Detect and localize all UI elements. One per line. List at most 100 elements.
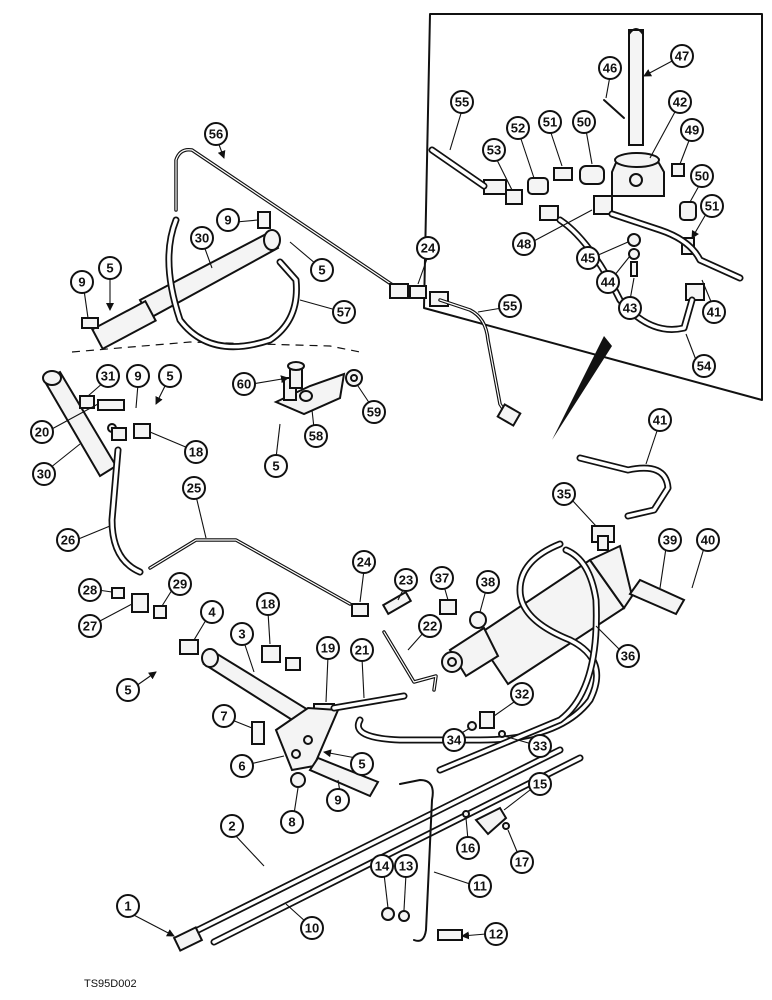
svg-text:48: 48 — [517, 237, 531, 252]
callout-33: 33 — [528, 734, 552, 758]
hoses-to-cylinder-36 — [354, 540, 601, 774]
callout-9-a: 9 — [326, 788, 350, 812]
callout-7: 7 — [212, 704, 236, 728]
svg-text:5: 5 — [166, 369, 173, 384]
svg-text:14: 14 — [375, 859, 390, 874]
svg-text:19: 19 — [321, 641, 335, 656]
callout-9-c: 9 — [70, 270, 94, 294]
callout-42: 42 — [668, 90, 692, 114]
callout-37: 37 — [430, 566, 454, 590]
svg-text:3: 3 — [238, 627, 245, 642]
svg-text:31: 31 — [101, 369, 115, 384]
hose-part-57 — [165, 216, 300, 351]
svg-text:56: 56 — [209, 127, 223, 142]
callout-9-d: 9 — [216, 208, 240, 232]
callout-32: 32 — [510, 682, 534, 706]
callout-30-b: 30 — [190, 226, 214, 250]
svg-text:30: 30 — [195, 231, 209, 246]
callout-10: 10 — [300, 916, 324, 940]
hose-part-26 — [108, 446, 144, 576]
svg-text:21: 21 — [355, 643, 369, 658]
callout-40: 40 — [696, 528, 720, 552]
svg-text:7: 7 — [220, 709, 227, 724]
callout-58: 58 — [304, 424, 328, 448]
svg-text:16: 16 — [461, 841, 475, 856]
svg-text:33: 33 — [533, 739, 547, 754]
callout-14: 14 — [370, 854, 394, 878]
svg-text:37: 37 — [435, 571, 449, 586]
svg-text:6: 6 — [238, 759, 245, 774]
pin-part-39 — [628, 578, 686, 616]
svg-text:25: 25 — [187, 481, 201, 496]
callout-34: 34 — [442, 728, 466, 752]
callout-5-b: 5 — [350, 752, 374, 776]
callout-28: 28 — [78, 578, 102, 602]
tube-part-22 — [382, 630, 438, 692]
svg-text:5: 5 — [106, 261, 113, 276]
callout-50-b: 50 — [690, 164, 714, 188]
svg-text:9: 9 — [134, 369, 141, 384]
callout-27: 27 — [78, 614, 102, 638]
svg-text:55: 55 — [503, 299, 517, 314]
callout-57: 57 — [332, 300, 356, 324]
clevis-bracket-part-58 — [273, 372, 346, 416]
svg-text:10: 10 — [305, 921, 319, 936]
svg-text:57: 57 — [337, 305, 351, 320]
callout-60: 60 — [232, 372, 256, 396]
svg-text:46: 46 — [603, 61, 617, 76]
callout-13: 13 — [394, 854, 418, 878]
callout-30-a: 30 — [32, 462, 56, 486]
svg-text:5: 5 — [272, 459, 279, 474]
svg-text:9: 9 — [334, 793, 341, 808]
svg-text:5: 5 — [124, 683, 131, 698]
hose-part-21 — [330, 692, 408, 712]
callout-46: 46 — [598, 56, 622, 80]
callout-18-b: 18 — [184, 440, 208, 464]
fasteners-12-13-14 — [381, 907, 463, 941]
svg-text:26: 26 — [61, 533, 75, 548]
svg-text:53: 53 — [487, 143, 501, 158]
pin-part-9-lower — [308, 756, 380, 798]
steering-tube-part-56 — [174, 147, 402, 292]
washer-part-59 — [345, 369, 363, 387]
svg-text:44: 44 — [601, 275, 616, 290]
fittings-18-20-31 — [79, 395, 151, 441]
callout-5-c: 5 — [264, 454, 288, 478]
svg-text:35: 35 — [557, 487, 571, 502]
tube-part-25 — [148, 538, 352, 606]
callout-52: 52 — [506, 116, 530, 140]
drawing-reference-code: TS95D002 — [84, 978, 137, 990]
callout-56: 56 — [204, 122, 228, 146]
callout-29: 29 — [168, 572, 192, 596]
svg-text:47: 47 — [675, 49, 689, 64]
inset-rod-part-47 — [628, 28, 644, 146]
callout-49: 49 — [680, 118, 704, 142]
nut-part-8 — [290, 772, 306, 788]
clamp-parts-15-16-17 — [462, 806, 510, 836]
cylinder-part-3 — [201, 648, 320, 732]
callout-55-b: 55 — [498, 294, 522, 318]
callout-2: 2 — [220, 814, 244, 838]
bracket-part-6 — [274, 706, 340, 772]
svg-text:22: 22 — [423, 619, 437, 634]
svg-text:60: 60 — [237, 377, 251, 392]
inset-fittings — [483, 163, 705, 301]
callout-22: 22 — [418, 614, 442, 638]
svg-text:18: 18 — [189, 445, 203, 460]
inset-hoses — [428, 146, 744, 333]
callout-47: 47 — [670, 44, 694, 68]
svg-text:41: 41 — [653, 413, 667, 428]
callout-9-b: 9 — [126, 364, 150, 388]
callout-43: 43 — [618, 296, 642, 320]
svg-text:24: 24 — [421, 241, 436, 256]
callout-5-d: 5 — [158, 364, 182, 388]
svg-text:18: 18 — [261, 597, 275, 612]
svg-text:29: 29 — [173, 577, 187, 592]
fitting-part-1 — [172, 926, 204, 952]
clamp-parts-32-33-34 — [467, 711, 506, 738]
callout-35: 35 — [552, 482, 576, 506]
callout-8: 8 — [280, 810, 304, 834]
callout-24-a: 24 — [352, 550, 376, 574]
callout-24-b: 24 — [416, 236, 440, 260]
